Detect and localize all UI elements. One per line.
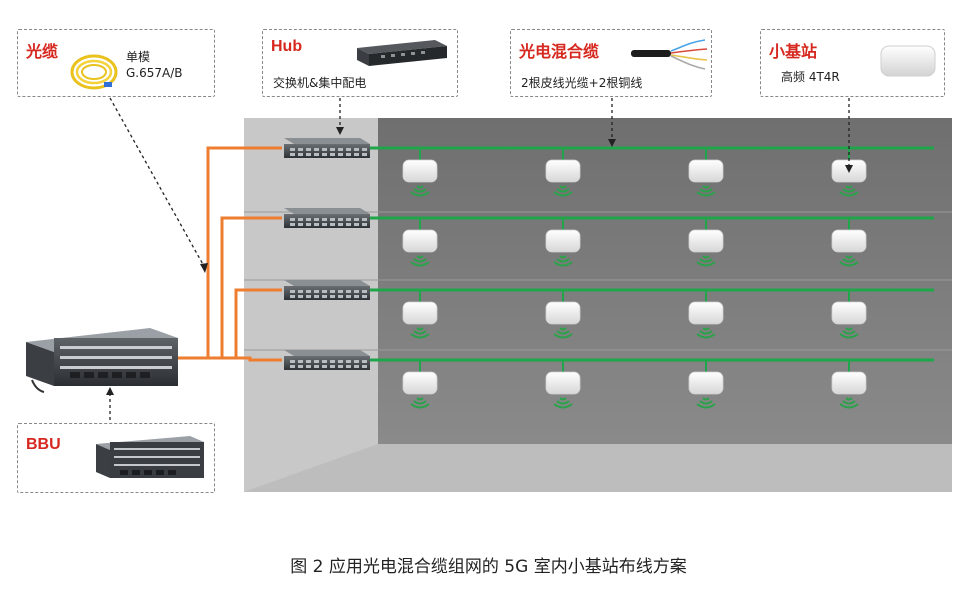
label-small-cell: 小基站 高频 4T4R bbox=[760, 29, 945, 97]
hub-switches bbox=[284, 138, 370, 370]
signal-wave-icon bbox=[839, 397, 859, 409]
signal-wave-icon bbox=[553, 327, 573, 339]
arrow-fiber bbox=[109, 97, 206, 269]
signal-wave-icon bbox=[553, 185, 573, 197]
bbu-icon bbox=[96, 436, 204, 478]
arrow-heads bbox=[106, 127, 853, 395]
small-cell-icon bbox=[688, 360, 724, 409]
fiber-line-floor-4 bbox=[178, 356, 282, 362]
signal-wave-icon bbox=[696, 255, 716, 267]
hub-title: Hub bbox=[271, 38, 303, 55]
floor-surface bbox=[244, 444, 952, 492]
fiber-title: 光缆 bbox=[26, 44, 59, 61]
hub-subtitle: 交换机&集中配电 bbox=[273, 76, 367, 90]
signal-wave-icon bbox=[410, 255, 430, 267]
hub-switch-floor-1 bbox=[284, 138, 370, 158]
hub-switch-icon bbox=[357, 40, 447, 66]
label-fiber-cable: 光缆 单模 G.657A/B bbox=[17, 29, 215, 97]
signal-wave-icon bbox=[553, 397, 573, 409]
signal-wave-icon bbox=[839, 185, 859, 197]
bbu-title: BBU bbox=[26, 436, 61, 453]
signal-wave-icon bbox=[410, 327, 430, 339]
fiber-mode: 单模 bbox=[126, 50, 151, 64]
small-cell-icon bbox=[545, 360, 581, 409]
pointer-arrows bbox=[109, 97, 850, 420]
small-cell-icon bbox=[402, 218, 438, 267]
bbu-main-unit bbox=[26, 328, 178, 393]
signal-wave-icon bbox=[553, 255, 573, 267]
small-cell-icon bbox=[831, 290, 867, 339]
hub-switch-floor-2 bbox=[284, 208, 370, 228]
small-cell-icon bbox=[831, 360, 867, 409]
fiber-spec: G.657A/B bbox=[126, 66, 183, 80]
left-wall bbox=[244, 118, 378, 492]
small-cell-icon bbox=[402, 360, 438, 409]
small-cell-icon bbox=[688, 148, 724, 197]
small-cell-icon bbox=[545, 148, 581, 197]
label-hub: Hub 交换机&集中配电 bbox=[262, 29, 458, 97]
hybrid-title: 光电混合缆 bbox=[519, 44, 600, 61]
small-cell-icon bbox=[688, 218, 724, 267]
hub-switch-floor-3 bbox=[284, 280, 370, 300]
signal-wave-icon bbox=[696, 327, 716, 339]
signal-wave-icon bbox=[839, 255, 859, 267]
small-cell-icon bbox=[545, 290, 581, 339]
small-cell-icon bbox=[545, 218, 581, 267]
signal-wave-icon bbox=[410, 397, 430, 409]
signal-wave-icon bbox=[696, 397, 716, 409]
small-cell-icon bbox=[402, 148, 438, 197]
fiber-lines bbox=[178, 146, 282, 362]
label-bbu: BBU bbox=[17, 423, 215, 493]
small-cell-icon bbox=[688, 290, 724, 339]
hybrid-subtitle: 2根皮线光缆+2根铜线 bbox=[521, 76, 643, 90]
small-cell-icon bbox=[402, 290, 438, 339]
small-cell-title: 小基站 bbox=[769, 44, 818, 61]
figure-caption: 图 2 应用光电混合缆组网的 5G 室内小基站布线方案 bbox=[290, 557, 687, 577]
small-cell-icon bbox=[831, 218, 867, 267]
hybrid-cable-lines bbox=[370, 146, 934, 362]
label-hybrid-cable: 光电混合缆 2根皮线光缆+2根铜线 bbox=[510, 29, 712, 97]
small-cell-subtitle: 高频 4T4R bbox=[781, 70, 840, 84]
hub-switch-floor-4 bbox=[284, 350, 370, 370]
signal-wave-icon bbox=[696, 185, 716, 197]
fiber-coil-icon bbox=[70, 54, 118, 90]
small-cell-icon bbox=[880, 45, 936, 77]
hybrid-cable-icon bbox=[631, 39, 708, 70]
signal-wave-icon bbox=[410, 185, 430, 197]
signal-wave-icon bbox=[839, 327, 859, 339]
